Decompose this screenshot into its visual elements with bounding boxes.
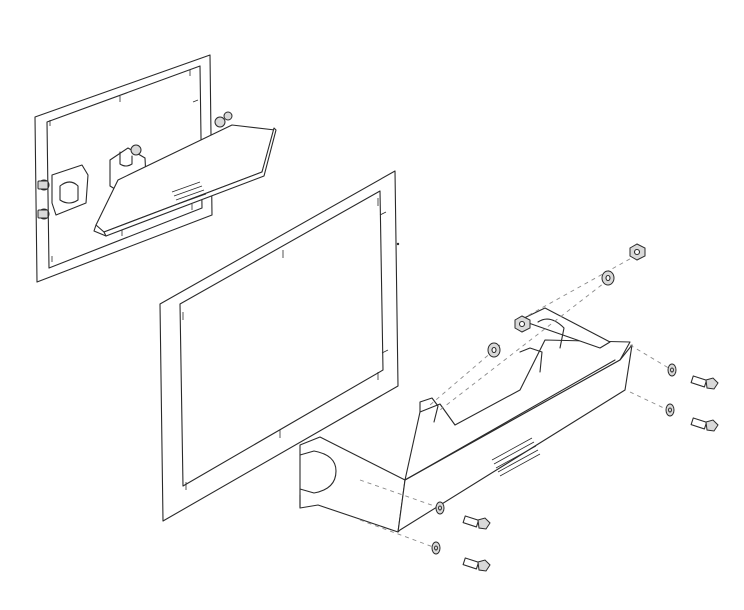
hardware	[431, 243, 719, 572]
assembled-vent-lines	[171, 181, 207, 205]
hex-nut-middle	[514, 315, 531, 333]
hex-bolt-bottom-lower	[462, 557, 491, 572]
hex-bolt-right-lower	[690, 417, 719, 432]
flat-washer-bottom-upper	[435, 501, 445, 515]
leader-lines	[359, 254, 673, 549]
flat-washer-right-lower	[665, 403, 675, 417]
frame-mark	[396, 242, 400, 246]
frame-slots	[182, 198, 389, 490]
hex-bolt-right-upper	[690, 375, 719, 390]
assembled-view-bracket	[37, 111, 277, 237]
mounting-frame	[159, 170, 400, 522]
assembled-view	[34, 54, 277, 283]
flat-washer-bottom-lower	[431, 541, 441, 555]
assembled-hardware	[37, 111, 233, 220]
flat-washer-middle	[487, 342, 501, 358]
mounting-bracket	[299, 307, 633, 533]
flat-washer-right-upper	[667, 363, 677, 377]
flat-washer	[601, 270, 615, 286]
hex-bolt-bottom-upper	[462, 515, 491, 530]
bracket-vent-lines	[491, 437, 541, 477]
hex-nut	[629, 243, 646, 261]
